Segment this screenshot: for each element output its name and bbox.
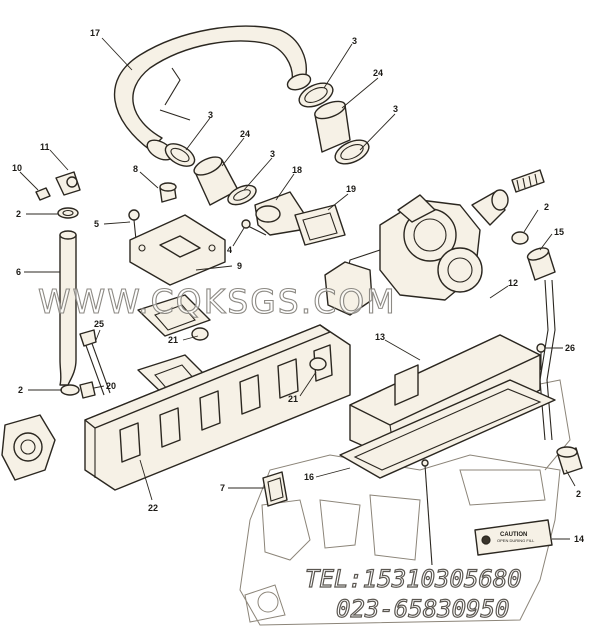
callout-25: 25 — [94, 319, 104, 329]
callout-3-d: 3 — [270, 149, 275, 159]
leader-lines — [19, 37, 576, 540]
callout-15: 15 — [554, 227, 564, 237]
gasket-16 — [339, 379, 556, 479]
capscrew-4 — [241, 219, 267, 236]
callout-20: 20 — [106, 381, 116, 391]
sleeve-upper-right — [314, 100, 351, 153]
intake-cover-13 — [349, 334, 541, 461]
bolt-25 — [79, 329, 111, 396]
callout-22: 22 — [148, 503, 158, 513]
callout-13: 13 — [375, 332, 385, 342]
callout-3-a: 3 — [352, 36, 357, 46]
turbocharger — [344, 194, 483, 301]
watermark-text: WWW.CQKSGS.COM — [38, 282, 397, 321]
elbow-fitting — [471, 189, 509, 226]
callout-10: 10 — [12, 163, 22, 173]
caution-label-subtitle: OPEN DURING FILL — [497, 538, 535, 543]
callout-26: 26 — [565, 343, 575, 353]
callout-2-d: 2 — [576, 489, 581, 499]
callout-17: 17 — [90, 28, 100, 38]
caution-label-title: CAUTION — [500, 532, 527, 538]
plug-21-upper — [191, 327, 209, 341]
sleeve-left — [193, 156, 239, 206]
callout-8: 8 — [133, 164, 138, 174]
contact-tel: TEL:15310305680 — [305, 565, 522, 593]
plug-10 — [35, 187, 51, 201]
outlet-connection-18 — [254, 191, 306, 236]
callout-19: 19 — [346, 184, 356, 194]
return-line — [539, 279, 556, 441]
callout-6: 6 — [16, 267, 21, 277]
thermostat-housing — [1, 414, 56, 481]
capscrew-5 — [128, 209, 140, 241]
clamp-lower-right-2 — [556, 446, 583, 475]
washer-bottom-left — [60, 384, 80, 396]
capscrew-26 — [536, 343, 546, 370]
callout-14: 14 — [574, 534, 584, 544]
caution-label-14: CAUTION OPEN DURING FILL — [474, 519, 553, 556]
exhaust-manifold — [84, 324, 351, 491]
callout-3-c: 3 — [208, 110, 213, 120]
clamp-upper-right-2 — [334, 139, 370, 165]
tube-6 — [59, 230, 77, 386]
capscrew-lower — [421, 459, 433, 566]
elbow-11 — [55, 171, 81, 196]
callout-21-a: 21 — [168, 335, 178, 345]
contact-phone: 023-65830950 — [336, 595, 509, 623]
clamp-upper-right — [298, 82, 334, 108]
callout-18: 18 — [292, 165, 302, 175]
plug-20 — [79, 381, 96, 399]
gasket-center-upper — [137, 294, 211, 337]
clamp-left — [146, 139, 196, 167]
washer-top-left — [57, 207, 79, 219]
callout-2-c: 2 — [18, 385, 23, 395]
gasket-7 — [262, 471, 288, 507]
clamp-right-2 — [511, 231, 529, 245]
clamp-left-2 — [227, 184, 257, 206]
callout-24-a: 24 — [373, 68, 383, 78]
callout-21-b: 21 — [288, 394, 298, 404]
callout-5: 5 — [94, 219, 99, 229]
hose-nipple — [511, 169, 545, 193]
callout-3-b: 3 — [393, 104, 398, 114]
callout-2-b: 2 — [544, 202, 549, 212]
callout-7: 7 — [220, 483, 225, 493]
plug-8 — [159, 182, 177, 203]
engine-block-outline — [239, 379, 571, 626]
callout-2-a: 2 — [16, 209, 21, 219]
hose-15 — [526, 247, 556, 281]
callout-9: 9 — [237, 261, 242, 271]
callout-12: 12 — [508, 278, 518, 288]
callout-4: 4 — [227, 245, 232, 255]
crossover-tube — [113, 25, 312, 151]
gasket-19 — [294, 204, 346, 246]
callout-16: 16 — [304, 472, 314, 482]
callout-11: 11 — [40, 142, 50, 152]
callout-numbers: 17 3 24 3 3 24 3 18 11 10 8 19 2 5 2 15 … — [12, 28, 584, 544]
callout-24-b: 24 — [240, 129, 250, 139]
cover-plate-9 — [129, 214, 226, 286]
exhaust-riser — [324, 261, 373, 316]
